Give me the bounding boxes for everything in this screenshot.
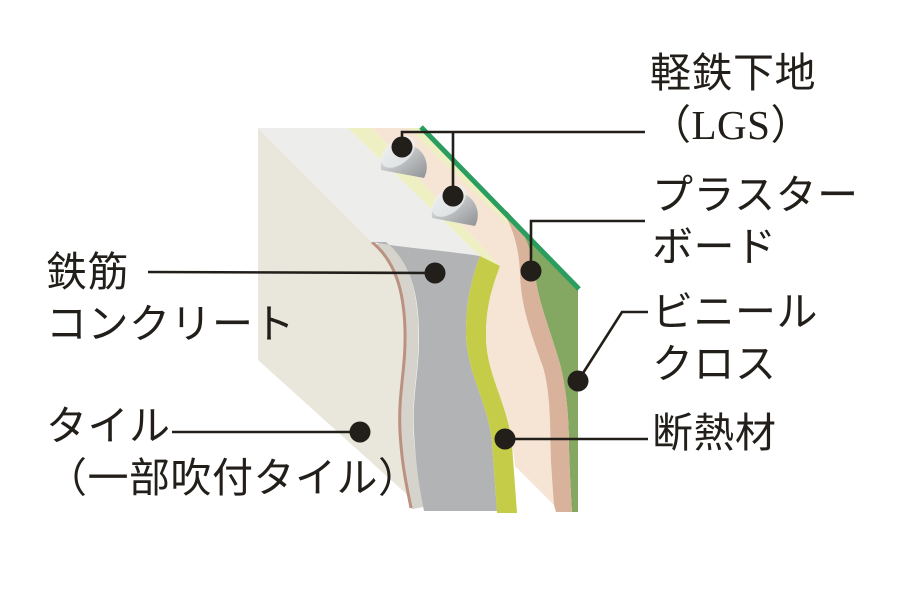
label-concrete-line2: コンクリート (46, 300, 295, 347)
label-concrete-line1: 鉄筋 (46, 249, 129, 295)
label-lgs-line1: 軽鉄下地 (650, 50, 816, 96)
label-tile-line1: タイル (46, 403, 171, 449)
dot-plasterboard (520, 260, 542, 282)
plasterboard-edge-strip (499, 206, 572, 512)
label-plasterboard: プラスター ボード (652, 170, 859, 273)
label-vinyl-line2: クロス (652, 340, 777, 387)
leader-plasterboard (529, 219, 645, 271)
dot-insulation (494, 428, 516, 450)
label-plasterboard-line2: ボード (652, 223, 777, 270)
tile-face (258, 128, 422, 508)
tile-edge-line (371, 240, 413, 509)
label-insulation: 断熱材 (652, 408, 777, 460)
vinyl-face (505, 210, 578, 512)
label-vinyl-line1: ビニール (652, 289, 818, 335)
concrete-face (372, 242, 497, 511)
vinyl-edge-line (419, 125, 581, 291)
dot-tile (349, 421, 371, 443)
label-concrete: 鉄筋 コンクリート (46, 247, 295, 350)
label-plasterboard-line1: プラスター (652, 172, 859, 218)
dot-concrete (424, 262, 446, 284)
label-tile-line2: （一部吹付タイル） (46, 454, 420, 501)
label-lgs-line2: （LGS） (650, 101, 812, 148)
leader-lines (147, 130, 648, 441)
dot-lgs-1 (391, 136, 413, 158)
leader-vinyl (576, 310, 648, 382)
label-tile: タイル （一部吹付タイル） (46, 401, 420, 504)
tile-edge-strip (374, 236, 425, 510)
leader-dots (349, 136, 589, 450)
leader-concrete (147, 270, 436, 275)
label-insulation-line1: 断熱材 (652, 410, 777, 456)
label-vinyl: ビニール クロス (652, 287, 818, 390)
dot-lgs-2 (442, 185, 464, 207)
wall-top-face (258, 128, 480, 256)
dot-vinyl (567, 370, 589, 392)
label-lgs: 軽鉄下地 （LGS） (650, 48, 816, 151)
